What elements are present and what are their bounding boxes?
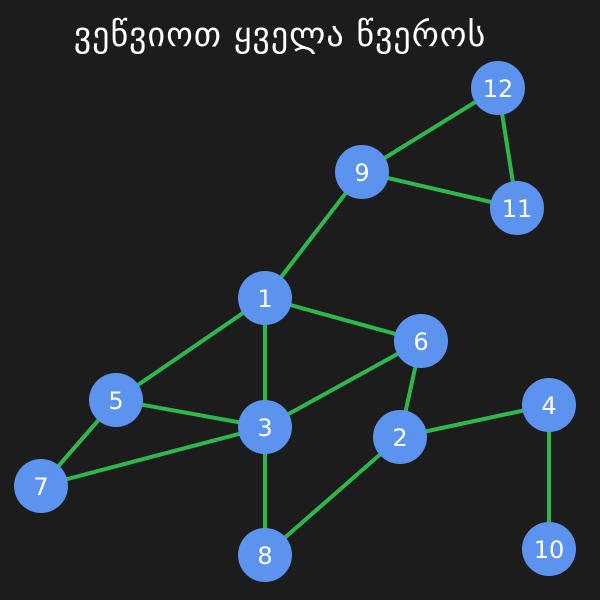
node-8[interactable]: 8 [238,528,292,582]
node-circle[interactable] [335,145,389,199]
node-circle[interactable] [14,459,68,513]
node-10[interactable]: 10 [522,522,576,576]
edge-1-5 [114,296,267,402]
puzzle-title: ვეწვიოთ ყველა წვეროს [73,15,487,55]
edge-2-8 [263,435,402,557]
edge-3-6 [263,339,423,429]
node-6[interactable]: 6 [394,314,448,368]
node-circle[interactable] [471,61,525,115]
node-circle[interactable] [490,181,544,235]
node-2[interactable]: 2 [373,410,427,464]
node-9[interactable]: 9 [335,145,389,199]
node-circle[interactable] [394,314,448,368]
node-11[interactable]: 11 [490,181,544,235]
node-7[interactable]: 7 [14,459,68,513]
node-circle[interactable] [238,400,292,454]
node-circle[interactable] [373,410,427,464]
node-circle[interactable] [238,271,292,325]
node-circle[interactable] [522,522,576,576]
node-5[interactable]: 5 [89,373,143,427]
node-circle[interactable] [89,373,143,427]
graph-edges [39,86,551,557]
node-circle[interactable] [238,528,292,582]
node-3[interactable]: 3 [238,400,292,454]
node-1[interactable]: 1 [238,271,292,325]
node-4[interactable]: 4 [522,378,576,432]
edge-7-3 [39,425,267,488]
node-12[interactable]: 12 [471,61,525,115]
node-circle[interactable] [522,378,576,432]
